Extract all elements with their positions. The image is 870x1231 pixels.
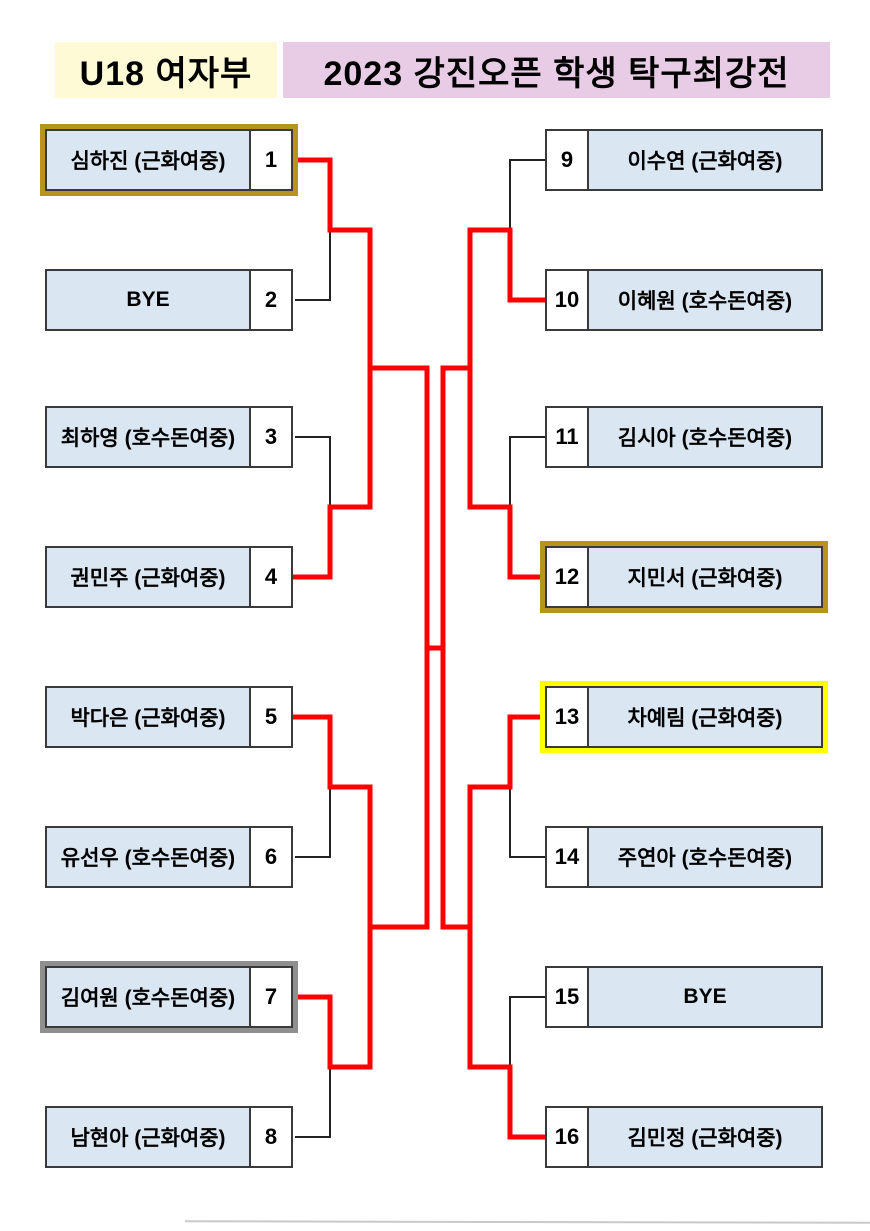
bracket-entry-16: 16 김민정 (근화여중): [545, 1106, 823, 1168]
winner-path-segment: [467, 504, 548, 580]
bracket-entry-13: 13 차예림 (근화여중): [540, 681, 828, 753]
player-name: 심하진 (근화여중): [45, 129, 251, 191]
player-name: BYE: [45, 269, 251, 331]
bracket-entry-11: 11 김시아 (호수돈여중): [545, 406, 823, 468]
player-name: 이혜원 (호수돈여중): [587, 269, 823, 331]
match-line-segment: [295, 1067, 331, 1138]
winner-path-segment: [467, 227, 548, 303]
seed-number: 6: [249, 826, 293, 888]
loser-lines: [295, 159, 545, 1138]
seed-number: 9: [545, 129, 589, 191]
match-line-segment: [509, 159, 545, 230]
bracket-entry-3: 최하영 (호수돈여중) 3: [45, 406, 293, 468]
winner-path-segment: [292, 714, 373, 790]
player-name: 차예림 (근화여중): [587, 686, 823, 748]
winner-lines: [292, 157, 548, 1140]
seed-number: 7: [249, 966, 293, 1028]
winner-path-segment: [467, 1064, 548, 1140]
bracket-entry-2: BYE 2: [45, 269, 293, 331]
division-label: U18 여자부: [55, 42, 277, 98]
player-name: BYE: [587, 966, 823, 1028]
bracket-entry-6: 유선우 (호수돈여중) 6: [45, 826, 293, 888]
match-line-segment: [509, 996, 545, 1067]
bracket-entry-1: 심하진 (근화여중) 1: [40, 124, 298, 196]
player-name: 이수연 (근화여중): [587, 129, 823, 191]
match-line-segment: [295, 436, 331, 507]
bracket-entry-12: 12 지민서 (근화여중): [540, 541, 828, 613]
seed-number: 15: [545, 966, 589, 1028]
seed-number: 1: [249, 129, 293, 191]
player-name: 권민주 (근화여중): [45, 546, 251, 608]
player-name: 최하영 (호수돈여중): [45, 406, 251, 468]
player-name: 주연아 (호수돈여중): [587, 826, 823, 888]
seed-number: 4: [249, 546, 293, 608]
bracket-entry-4: 권민주 (근화여중) 4: [45, 546, 293, 608]
seed-number: 2: [249, 269, 293, 331]
winner-path-segment: [467, 714, 548, 790]
winner-path-segment: [292, 994, 373, 1070]
seed-number: 5: [249, 686, 293, 748]
winner-path-segment: [292, 504, 373, 580]
bracket-entry-9: 9 이수연 (근화여중): [545, 129, 823, 191]
match-line-segment: [295, 787, 331, 858]
match-line-segment: [295, 230, 331, 301]
bracket-entry-5: 박다은 (근화여중) 5: [45, 686, 293, 748]
seed-number: 8: [249, 1106, 293, 1168]
seed-number: 12: [545, 546, 589, 608]
seed-number: 13: [545, 686, 589, 748]
player-name: 지민서 (근화여중): [587, 546, 823, 608]
player-name: 박다은 (근화여중): [45, 686, 251, 748]
seed-number: 16: [545, 1106, 589, 1168]
winner-path-segment: [292, 157, 373, 233]
match-line-segment: [509, 436, 545, 507]
seed-number: 3: [249, 406, 293, 468]
player-name: 유선우 (호수돈여중): [45, 826, 251, 888]
player-name: 김민정 (근화여중): [587, 1106, 823, 1168]
match-line-segment: [509, 787, 545, 858]
bracket-entry-14: 14 주연아 (호수돈여중): [545, 826, 823, 888]
seed-number: 11: [545, 406, 589, 468]
player-name: 김시아 (호수돈여중): [587, 406, 823, 468]
event-title: 2023 강진오픈 학생 탁구최강전: [283, 42, 830, 98]
seed-number: 10: [545, 269, 589, 331]
bracket-entry-8: 남현아 (근화여중) 8: [45, 1106, 293, 1168]
player-name: 김여원 (호수돈여중): [45, 966, 251, 1028]
bracket-entry-7: 김여원 (호수돈여중) 7: [40, 961, 298, 1033]
bracket-entry-15: 15 BYE: [545, 966, 823, 1028]
bracket-entry-10: 10 이혜원 (호수돈여중): [545, 269, 823, 331]
seed-number: 14: [545, 826, 589, 888]
player-name: 남현아 (근화여중): [45, 1106, 251, 1168]
